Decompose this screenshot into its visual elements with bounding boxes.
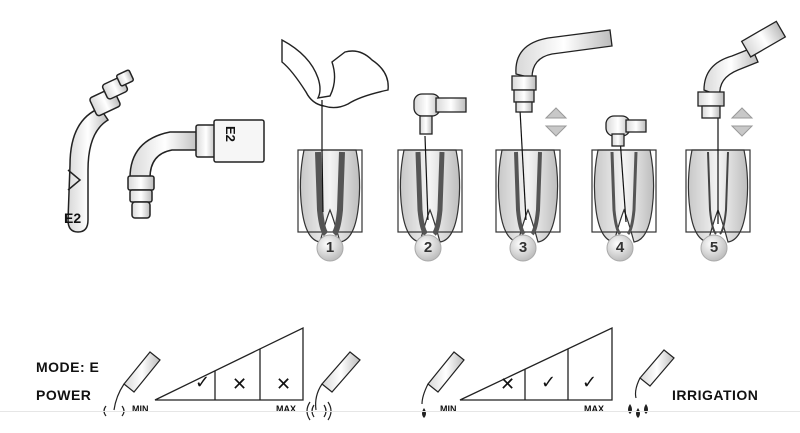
tooth-3 bbox=[495, 109, 561, 243]
step-number: 1 bbox=[325, 239, 335, 256]
irrigation-label: IRRIGATION bbox=[672, 387, 759, 403]
updown-arrow-icon bbox=[544, 107, 568, 137]
scaler-tip-icon bbox=[634, 349, 675, 399]
tooth-diagrams bbox=[297, 109, 751, 243]
power-level-1-mark: ✓ bbox=[195, 372, 211, 393]
step-number: 4 bbox=[615, 239, 625, 256]
step-circles bbox=[316, 234, 728, 262]
tooth-5 bbox=[685, 110, 751, 243]
tip-label-upright: E2 bbox=[64, 210, 82, 226]
tooth-4 bbox=[591, 137, 657, 243]
tooth-1 bbox=[297, 149, 363, 243]
step-number: 3 bbox=[518, 239, 528, 256]
handpiece-3 bbox=[511, 29, 613, 113]
irrigation-level-3-mark: ✓ bbox=[582, 372, 598, 393]
power-wedge bbox=[154, 326, 304, 401]
mode-label: MODE: E bbox=[36, 359, 100, 375]
handpiece-4 bbox=[605, 115, 647, 147]
tip-e2-wrench bbox=[127, 119, 265, 219]
hand-illustration bbox=[281, 38, 389, 150]
power-level-2-mark: ✕ bbox=[232, 374, 248, 395]
handpiece-5 bbox=[697, 20, 787, 119]
irrigation-level-1-mark: ✕ bbox=[500, 374, 516, 395]
irrigation-min-label: MIN bbox=[440, 404, 457, 414]
scaler-tip-icon bbox=[315, 351, 361, 411]
irrigation-wedge bbox=[459, 326, 613, 401]
footer-divider bbox=[0, 411, 800, 412]
irrigation-max-label: MAX bbox=[584, 404, 604, 414]
power-label: POWER bbox=[36, 387, 92, 403]
tip-label-wrench: E2 bbox=[223, 126, 238, 142]
step-number: 5 bbox=[709, 239, 719, 256]
power-level-3-mark: ✕ bbox=[276, 374, 292, 395]
updown-arrow-icon bbox=[730, 107, 754, 137]
water-drop-icon bbox=[422, 408, 426, 418]
power-max-label: MAX bbox=[276, 404, 296, 414]
irrigation-level-2-mark: ✓ bbox=[541, 372, 557, 393]
tooth-2 bbox=[397, 135, 463, 243]
handpiece-2 bbox=[413, 93, 467, 135]
step-number: 2 bbox=[423, 239, 433, 256]
scaler-tip-icon bbox=[113, 351, 161, 411]
power-min-label: MIN bbox=[132, 404, 149, 414]
scaler-tip-icon bbox=[421, 351, 465, 405]
tip-e2-upright bbox=[67, 69, 134, 233]
